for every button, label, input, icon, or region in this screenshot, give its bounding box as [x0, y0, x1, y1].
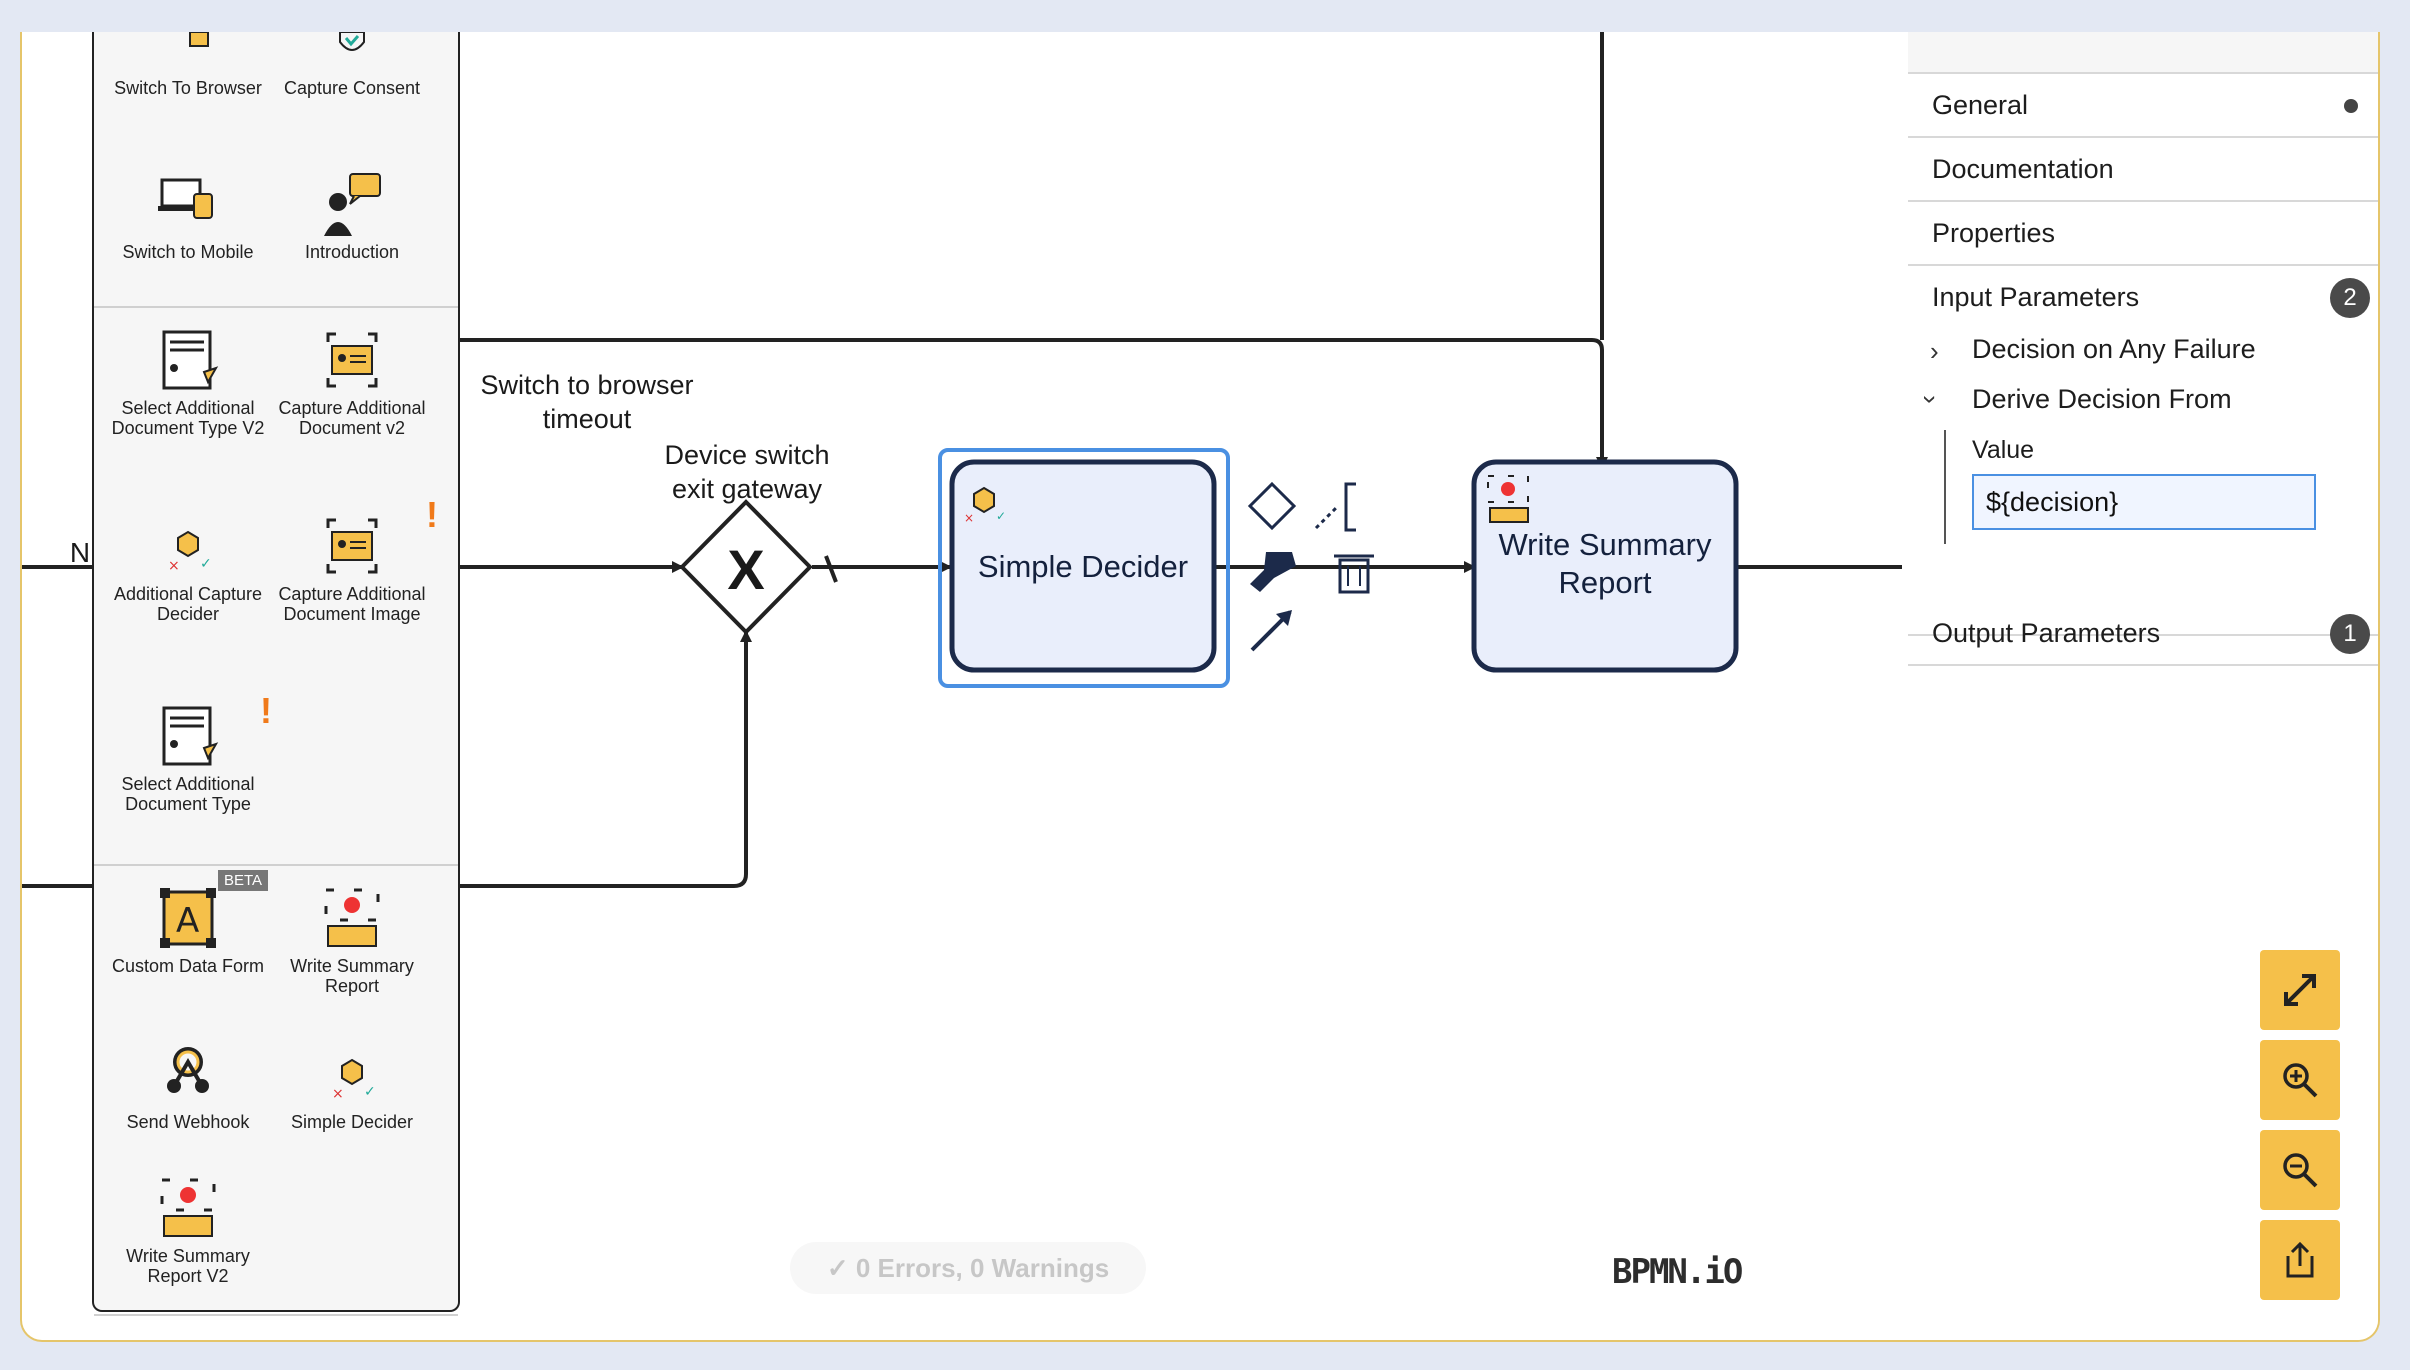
bpmn-canvas[interactable]: × ✓	[22, 32, 2378, 1340]
flow-label-timeout[interactable]: Switch to browser timeout	[480, 370, 694, 434]
bpmn-io-logo[interactable]: BPMN.iO	[1612, 1252, 1743, 1292]
task-simple-decider[interactable]	[949, 459, 1217, 673]
palette-entry-write-summary-report[interactable]: Write Summary Report	[270, 886, 434, 996]
form-a-icon: A	[160, 888, 216, 948]
zoom-in-button[interactable]	[2260, 1040, 2340, 1120]
trash-icon	[1334, 554, 1374, 594]
export-button[interactable]	[2260, 1220, 2340, 1300]
group-output-parameters[interactable]: Output Parameters 1	[1908, 602, 2378, 666]
svg-text:✓: ✓	[200, 556, 212, 572]
svg-text:✓: ✓	[996, 509, 1006, 523]
svg-text:✓: ✓	[364, 1084, 376, 1100]
consent-shield-icon	[339, 32, 365, 51]
share-icon	[2286, 1241, 2314, 1278]
person-chat-icon	[324, 173, 381, 236]
palette-entry-write-summary-report-v2[interactable]: Write Summary Report V2	[106, 1176, 270, 1286]
id-card-capture-icon	[326, 332, 378, 388]
task-label-simple-decider: Simple Decider	[977, 549, 1189, 584]
exclusive-gateway[interactable]	[679, 499, 813, 635]
sequence-flow-timeout[interactable]	[460, 338, 1608, 469]
palette-entry-capture-consent[interactable]: Capture Consent	[270, 32, 434, 98]
webhook-icon	[167, 1047, 209, 1093]
document-select-icon	[162, 706, 219, 766]
beta-badge: BETA	[218, 870, 269, 891]
summary-record-icon	[160, 1178, 216, 1237]
palette-entry-simple-decider[interactable]: ×✓ Simple Decider	[270, 1042, 434, 1132]
chevron-right-icon[interactable]: ›	[1930, 336, 1939, 366]
mobile-switch-icon	[158, 178, 213, 219]
palette-entry-select-additional-document-type-v2[interactable]: Select Additional Document Type V2	[106, 328, 270, 438]
palette-entry-capture-additional-document-image[interactable]: Capture Additional Document Image	[270, 514, 434, 624]
svg-text:×: ×	[332, 1086, 344, 1102]
param-derive-decision-from[interactable]: Derive Decision From	[1972, 384, 2232, 414]
group-general[interactable]: General	[1908, 74, 2378, 138]
palette-entry-select-additional-document-type[interactable]: Select Additional Document Type	[106, 704, 270, 814]
palette-entry-introduction[interactable]: Introduction	[270, 172, 434, 262]
palette: Switch To Browser Capture Consent Switch…	[92, 32, 460, 1316]
decider-icon: ×✓	[168, 530, 212, 574]
summary-record-icon	[324, 888, 380, 947]
chevron-down-icon[interactable]: ›	[1915, 395, 1946, 404]
zoom-in-icon	[2283, 1063, 2318, 1098]
summary-record-icon	[1487, 475, 1529, 523]
nested-indent-line	[1944, 430, 1946, 544]
default-flow-marker	[824, 555, 838, 583]
decider-icon: × ✓	[964, 486, 1006, 525]
id-card-capture-icon	[326, 518, 378, 574]
input-count-badge: 2	[2330, 278, 2370, 318]
zoom-out-icon	[2283, 1153, 2318, 1188]
param-decision-on-any-failure[interactable]: Decision on Any Failure	[1972, 334, 2256, 364]
modeler-frame: × ✓	[20, 32, 2380, 1342]
palette-entry-switch-to-browser[interactable]: Switch To Browser	[106, 32, 270, 98]
decider-icon: ×✓	[332, 1058, 376, 1102]
group-input-parameters: Input Parameters 2 › Decision on Any Fai…	[1908, 266, 2378, 636]
diagram-svg: × ✓	[22, 32, 1902, 888]
warning-mark: !	[426, 494, 438, 535]
document-select-icon	[162, 330, 219, 390]
check-icon: ✓	[826, 1253, 856, 1283]
palette-entry-custom-data-form[interactable]: A Custom Data Form	[106, 886, 270, 976]
palette-entry-switch-to-mobile[interactable]: Switch to Mobile	[106, 172, 270, 262]
svg-text:×: ×	[964, 511, 974, 525]
panel-header	[1908, 32, 2378, 74]
lint-status[interactable]: ✓ 0 Errors, 0 Warnings	[790, 1242, 1146, 1294]
gateway-label[interactable]: Device switch exit gateway	[664, 440, 830, 504]
expand-icon	[2284, 974, 2316, 1006]
palette-entry-send-webhook[interactable]: Send Webhook	[106, 1042, 270, 1132]
output-count-badge: 1	[2330, 614, 2370, 654]
properties-panel: General Documentation Properties Input P…	[1908, 32, 2378, 1340]
palette-group-2: Select Additional Document Type V2 Captu…	[94, 308, 458, 866]
append-annotation-icon	[1314, 504, 1340, 530]
cut-label: N	[69, 537, 91, 568]
task-label-write-summary: Write Summary Report	[1498, 527, 1712, 600]
wrench-icon	[1250, 552, 1296, 592]
gateway-marker: X	[727, 538, 765, 601]
palette-entry-capture-additional-document-v2[interactable]: Capture Additional Document v2	[270, 328, 434, 438]
selection-outline	[938, 448, 1230, 688]
group-properties[interactable]: Properties	[1908, 202, 2378, 266]
palette-entry-additional-capture-decider[interactable]: ×✓ Additional Capture Decider	[106, 514, 270, 624]
task-write-summary[interactable]	[1471, 459, 1739, 673]
data-indicator-dot	[2344, 99, 2358, 113]
palette-group-1: Switch To Browser Capture Consent Switch…	[94, 32, 458, 308]
palette-group-3: BETA A Custom Data Form Write Summary Re…	[94, 866, 458, 1316]
append-gateway-icon	[1247, 481, 1297, 531]
context-pad[interactable]	[1247, 481, 1374, 652]
input-parameters-header[interactable]: Input Parameters	[1932, 282, 2140, 312]
fullscreen-button[interactable]	[2260, 950, 2340, 1030]
svg-text:A: A	[176, 901, 199, 941]
value-label: Value	[1972, 436, 2035, 464]
browser-switch-icon	[189, 32, 209, 47]
sequence-flow-lower[interactable]	[460, 630, 752, 888]
zoom-out-button[interactable]	[2260, 1130, 2340, 1210]
group-documentation[interactable]: Documentation	[1908, 138, 2378, 202]
warning-mark: !	[260, 690, 272, 731]
svg-text:×: ×	[168, 558, 180, 574]
value-input[interactable]	[1972, 474, 2316, 530]
